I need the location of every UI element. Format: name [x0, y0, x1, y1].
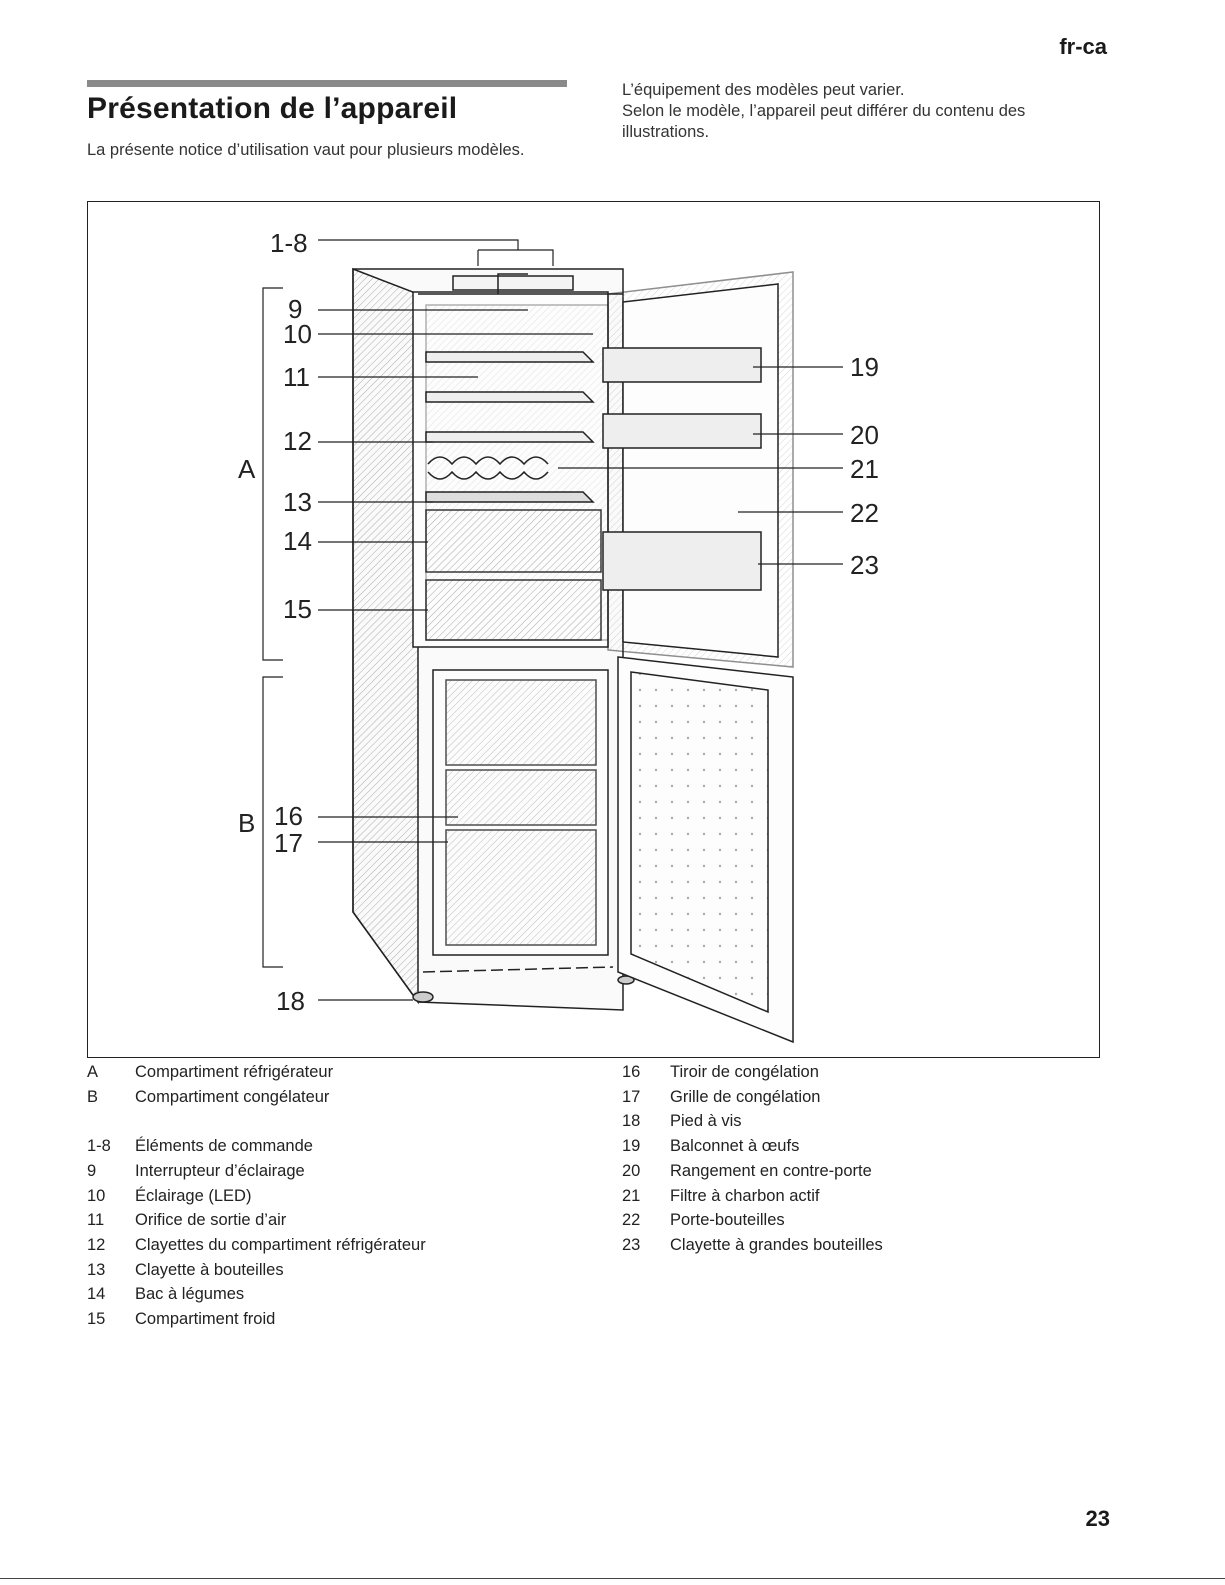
legend-text: Éléments de commande: [135, 1137, 313, 1156]
callout-B: B: [238, 808, 255, 838]
page-title: Présentation de l’appareil: [87, 92, 458, 125]
intro-text: La présente notice d’utilisation vaut po…: [87, 141, 525, 159]
crisper-drawers: [425, 509, 602, 641]
legend-item: 18 Pied à vis: [622, 1109, 883, 1134]
legend-item: 21 Filtre à charbon actif: [622, 1184, 883, 1209]
callout-14: 14: [283, 526, 312, 556]
fridge-door: [602, 271, 794, 668]
callout-1-8: 1-8: [270, 228, 308, 258]
legend-spacer: [87, 1109, 426, 1134]
section-rule: [87, 80, 567, 87]
legend-text: Compartiment froid: [135, 1310, 276, 1329]
page-number: 23: [1085, 1506, 1110, 1531]
legend-item: 13 Clayette à bouteilles: [87, 1258, 426, 1283]
legend-key: 17: [622, 1087, 641, 1106]
callout-15: 15: [283, 594, 312, 624]
legend-text: Clayette à bouteilles: [135, 1260, 284, 1279]
legend-text: Filtre à charbon actif: [670, 1186, 820, 1205]
callout-21: 21: [850, 454, 879, 484]
legend-item: 20 Rangement en contre-porte: [622, 1159, 883, 1184]
freezer-section: [412, 669, 635, 1003]
callout-labels: 1-8 9 10 11 12 13 14 15 16 17 18 19 20 2…: [238, 228, 879, 1016]
callout-19: 19: [850, 352, 879, 382]
legend-text: Éclairage (LED): [135, 1186, 252, 1205]
bottle-rack: [427, 456, 549, 480]
legend-text: Compartiment réfrigérateur: [135, 1063, 334, 1081]
legend-item: B Compartiment congélateur: [87, 1085, 426, 1110]
callout-18: 18: [276, 986, 305, 1016]
legend-key: 20: [622, 1161, 641, 1180]
legend-key: 12: [87, 1235, 106, 1254]
callout-22: 22: [850, 498, 879, 528]
legend-key: A: [87, 1063, 99, 1081]
legend-key: 11: [87, 1211, 105, 1230]
legend-item: 1-8 Éléments de commande: [87, 1134, 426, 1159]
callout-16: 16: [274, 801, 303, 831]
legend-text: Rangement en contre-porte: [670, 1161, 872, 1180]
callout-20: 20: [850, 420, 879, 450]
legend-key: 18: [622, 1112, 641, 1131]
legend-key: 19: [622, 1137, 641, 1156]
legend-item: 19 Balconnet à œufs: [622, 1134, 883, 1159]
model-note: L’équipement des modèles peut varier. Se…: [622, 80, 1112, 143]
legend-key: 23: [622, 1235, 641, 1254]
model-note-line1: L’équipement des modèles peut varier.: [622, 81, 905, 99]
legend-key: 14: [87, 1285, 106, 1304]
callout-11: 11: [283, 362, 310, 392]
legend-item: A Compartiment réfrigérateur: [87, 1060, 426, 1085]
legend-text: Balconnet à œufs: [670, 1137, 800, 1156]
legend-text: Orifice de sortie d’air: [135, 1211, 287, 1230]
callout-A: A: [238, 454, 256, 484]
legend-right: 16 Tiroir de congélation 17 Grille de cong…: [622, 1060, 883, 1258]
callout-17: 17: [274, 828, 303, 858]
callout-23: 23: [850, 550, 879, 580]
legend-key: 1-8: [87, 1137, 111, 1156]
freezer-door: [617, 656, 794, 1044]
callout-10: 10: [283, 319, 312, 349]
legend-key: B: [87, 1087, 99, 1106]
legend-key: 9: [87, 1161, 97, 1180]
legend-text: Tiroir de congélation: [670, 1063, 819, 1081]
legend-key: 15: [87, 1310, 106, 1329]
callout-12: 12: [283, 426, 312, 456]
legend-item: 23 Clayette à grandes bouteilles: [622, 1233, 883, 1258]
legend-text: Grille de congélation: [670, 1087, 821, 1106]
legend-key: 13: [87, 1260, 106, 1279]
fridge-illustration: 1-8 9 10 11 12 13 14 15 16 17 18 19 20 2…: [238, 228, 879, 1044]
legend-item: 14 Bac à légumes: [87, 1282, 426, 1307]
legend-text: Bac à légumes: [135, 1285, 245, 1304]
model-note-line2: Selon le modèle, l’appareil peut différe…: [622, 102, 1026, 141]
legend-text: Clayettes du compartiment réfrigérateur: [135, 1235, 426, 1254]
legend-key: 10: [87, 1186, 106, 1205]
legend-item: 9 Interrupteur d’éclairage: [87, 1159, 426, 1184]
legend-text: Compartiment congélateur: [135, 1087, 330, 1106]
legend-left: A Compartiment réfrigérateur B Compartimen…: [87, 1060, 426, 1332]
language-tag: fr-ca: [1059, 34, 1107, 59]
legend-key: 16: [622, 1063, 641, 1081]
legend-item: 11 Orifice de sortie d’air: [87, 1208, 426, 1233]
legend-item: 17 Grille de congélation: [622, 1085, 883, 1110]
fridge-shelves: [425, 351, 595, 503]
legend-item: 12 Clayettes du compartiment réfrigérateu…: [87, 1233, 426, 1258]
legend-item: 10 Éclairage (LED): [87, 1184, 426, 1209]
callout-leaders: [262, 239, 843, 1001]
legend-text: Pied à vis: [670, 1112, 742, 1131]
legend-text: Interrupteur d’éclairage: [135, 1161, 305, 1180]
page-bottom-rule: [0, 1578, 1225, 1579]
legend-key: 21: [622, 1186, 641, 1205]
legend-text: Porte-bouteilles: [670, 1211, 785, 1230]
appliance-figure: 1-8 9 10 11 12 13 14 15 16 17 18 19 20 2…: [87, 201, 1100, 1058]
legend-item: 22 Porte-bouteilles: [622, 1208, 883, 1233]
callout-13: 13: [283, 487, 312, 517]
legend-text: Clayette à grandes bouteilles: [670, 1235, 883, 1254]
legend-item: 15 Compartiment froid: [87, 1307, 426, 1332]
callout-9: 9: [288, 294, 302, 324]
legend-key: 22: [622, 1211, 641, 1230]
legend-item: 16 Tiroir de congélation: [622, 1060, 883, 1085]
